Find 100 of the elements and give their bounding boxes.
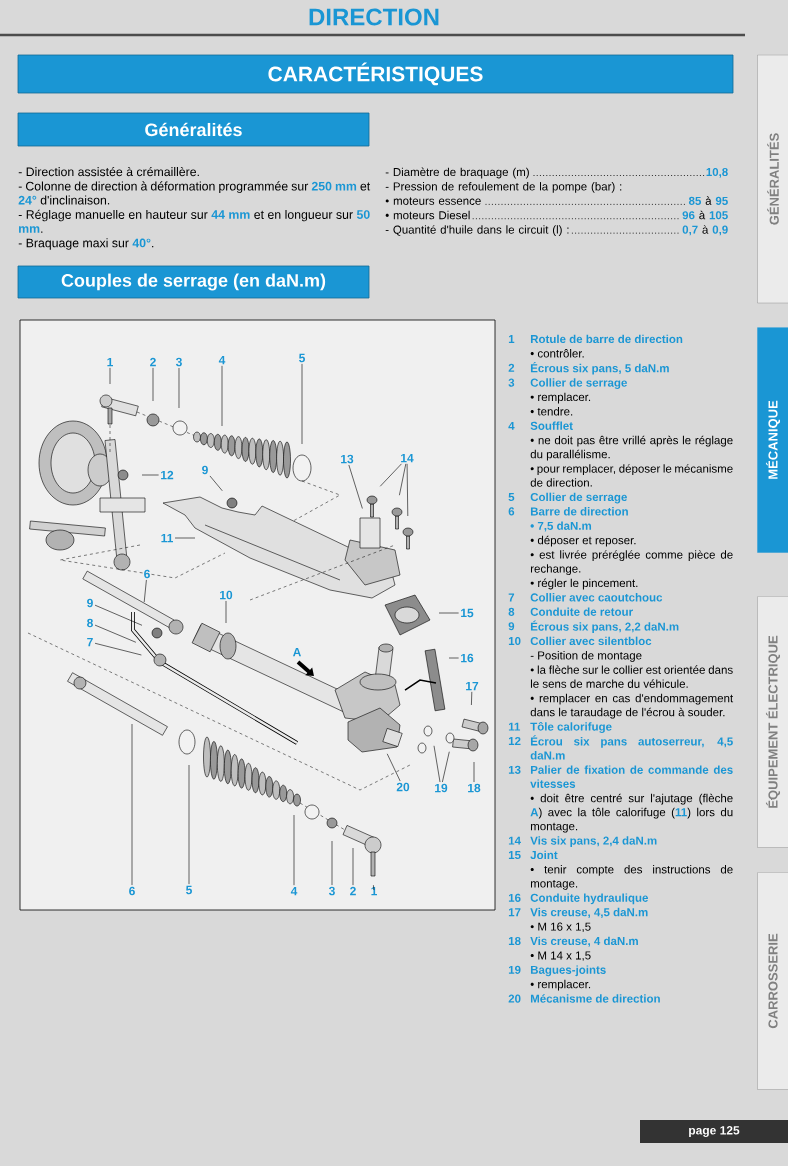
spec-value: 10,8	[706, 167, 728, 178]
callout-number: 9	[87, 598, 93, 608]
spec-text: - Pression de refoulement de la pompe (bar) :	[385, 182, 622, 193]
part-name: Conduite hydraulique	[530, 893, 648, 905]
item-number: 16	[508, 893, 521, 902]
leader-line	[348, 464, 363, 509]
callout-number: 19	[435, 783, 448, 793]
item-number: 20	[508, 994, 521, 1003]
leader-line	[301, 363, 303, 445]
callout-number: 2	[150, 357, 156, 367]
leader-line	[331, 840, 333, 886]
leader-line	[188, 764, 190, 885]
leader-line	[94, 604, 143, 626]
leader-line	[386, 753, 401, 782]
leader-line	[399, 463, 407, 496]
callout-number: 3	[328, 886, 335, 896]
bullet-text: - Braquage maxi sur 40°.	[18, 238, 154, 250]
spec-text: • moteurs essence	[385, 197, 481, 205]
item-number: 19	[508, 965, 521, 974]
note-text: • remplacer.	[530, 392, 591, 404]
note-text: • tenir compte des instructions de montage.	[530, 865, 733, 890]
item-number: 6	[508, 507, 515, 516]
leader-line	[471, 691, 473, 706]
leader-line	[406, 463, 409, 517]
callout-number: 2	[350, 886, 356, 896]
callout-number: 17	[466, 681, 479, 691]
side-tab: CARROSSERIE	[757, 872, 788, 1090]
side-tab: MÉCANIQUE	[757, 327, 788, 553]
note-text: • pour remplacer, déposer le mécanisme de direction.	[530, 464, 733, 487]
item-number: 13	[508, 765, 521, 774]
callout-number: 20	[396, 782, 410, 792]
callout-number: 1	[107, 357, 113, 367]
part-name: Collier de serrage	[530, 492, 627, 504]
heading-band: CARACTÉRISTIQUES	[17, 54, 734, 94]
part-name: Écrous six pans, 2,2 daN.m	[530, 620, 679, 633]
note-text: • contrôler.	[530, 349, 584, 358]
note-text: • est livrée préréglée comme pièce de rechange.	[530, 550, 733, 575]
item-number: 15	[508, 851, 521, 860]
callout-number: 5	[186, 885, 192, 895]
leader-line	[141, 474, 159, 476]
leader-line	[131, 723, 133, 886]
leader-line	[379, 463, 402, 487]
leader-line	[352, 847, 354, 886]
callout-number: 18	[468, 783, 481, 793]
spec-value: 96 à 105	[682, 210, 728, 220]
note-text: • M 16 x 1,5	[530, 922, 591, 933]
side-tab: ÉQUIPEMENT ÉLECTRIQUE	[757, 596, 788, 848]
callout-number: 5	[299, 353, 305, 363]
note-text: - Position de montage	[530, 651, 642, 662]
item-number: 10	[508, 636, 521, 646]
page-title: DIRECTION	[309, 8, 439, 26]
callout-letter: A	[292, 647, 301, 657]
part-name: Soufflet	[530, 421, 573, 430]
leader-line	[225, 600, 227, 624]
callout-number: 4	[290, 886, 298, 896]
leader-line	[293, 814, 295, 886]
leader-line	[94, 643, 142, 656]
callout-number: 1	[371, 886, 377, 896]
note-text: • la flèche sur le collier est orientée dans le sens de marche du véhicule.	[530, 665, 733, 688]
part-name: Collier avec silentbloc	[530, 636, 652, 646]
note-text: • doit être centré sur l'ajutage (flèche A) avec la tôle calorifuge (11) lors du montage.	[530, 793, 733, 833]
side-tab: GÉNÉRALITÉS	[757, 54, 788, 304]
leader-line	[178, 367, 180, 409]
callout-number: 11	[161, 533, 173, 543]
note-text: • ne doit pas être vrillé après le réglage du parallélisme.	[530, 435, 733, 461]
leader-line	[94, 624, 137, 643]
part-name: Écrou six pans autoserreur, 4,5 daN.m	[530, 735, 733, 760]
leader-line	[448, 657, 459, 659]
callout-number: 8	[87, 618, 93, 628]
note-text: • déposer et reposer.	[530, 535, 636, 547]
spec-value: 0,7 à 0,9	[682, 225, 728, 236]
part-name: Rotule de barre de direction	[530, 334, 683, 344]
callout-number: 13	[341, 454, 354, 464]
item-number: 2	[508, 363, 515, 372]
part-name: Palier de fixation de commande des vitesses	[530, 765, 733, 788]
item-number: 4	[508, 421, 515, 430]
leader-line	[152, 367, 154, 402]
note-text: • M 14 x 1,5	[530, 951, 591, 961]
callout-number: 14	[401, 453, 414, 463]
leader-line	[442, 751, 450, 783]
callout-number: 6	[129, 886, 135, 896]
part-name: Vis creuse, 4,5 daN.m	[530, 907, 648, 918]
part-name: Tôle calorifuge	[530, 722, 612, 733]
spec-text: - Quantité d'huile dans le circuit (l) :	[385, 225, 569, 236]
item-number: 5	[508, 493, 515, 502]
callout-number: 16	[461, 653, 474, 663]
part-name: Collier avec caoutchouc	[530, 593, 663, 602]
part-name: Mécanisme de direction	[530, 994, 660, 1003]
part-name: Vis six pans, 2,4 daN.m	[530, 836, 657, 847]
item-number: 11	[508, 722, 521, 731]
part-name: Vis creuse, 4 daN.m	[530, 936, 638, 947]
leader-line	[109, 367, 111, 385]
part-name: Conduite de retour	[530, 607, 633, 616]
callout-number: 3	[175, 357, 182, 367]
item-number: 18	[508, 936, 521, 946]
callout-number: 10	[220, 590, 233, 600]
item-number: 9	[508, 622, 515, 631]
item-number: 1	[508, 335, 515, 343]
spec-value: 85 à 95	[688, 196, 728, 205]
leader-line	[373, 884, 375, 891]
